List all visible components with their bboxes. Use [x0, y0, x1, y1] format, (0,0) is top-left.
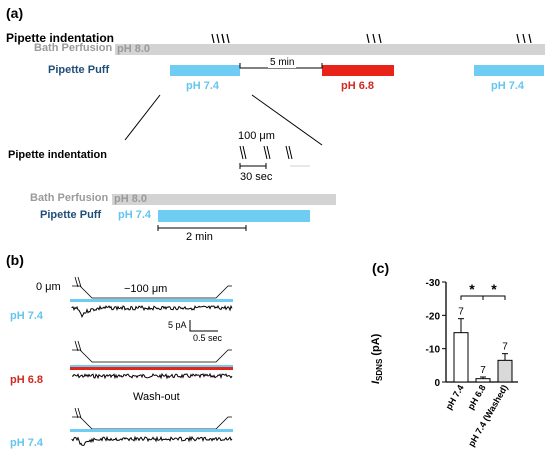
- y-axis-label-sub: SDNS: [375, 358, 385, 381]
- scale-y-label: 5 pA: [168, 320, 187, 330]
- puff-bar-2: [322, 65, 394, 76]
- row-3-blue-line: [70, 429, 233, 432]
- interval-label: 5 min: [268, 57, 297, 68]
- y-axis-label: ISDNS (pA): [370, 334, 384, 384]
- row-3-ph-label: pH 7.4: [10, 437, 44, 449]
- row-1-ph-label: pH 7.4: [10, 310, 44, 322]
- puff-2-ph: pH 6.8: [341, 80, 375, 92]
- puff-bar-3: [474, 65, 544, 76]
- puff-1-ph: pH 7.4: [186, 80, 220, 92]
- n-label: 7: [502, 342, 508, 353]
- zero-depth-label: 0 μm: [36, 281, 61, 293]
- zoom-puff-bar: [158, 210, 310, 222]
- significance-star: *: [469, 281, 475, 297]
- y-tick-label: 0: [434, 378, 440, 389]
- zoom-pipette-puff-label: Pipette Puff: [40, 209, 102, 221]
- puff-3-ph: pH 7.4: [491, 80, 525, 92]
- row-3-current-trace: [71, 435, 233, 446]
- depth-label: −100 μm: [124, 283, 168, 295]
- zoom-duration-bracket: [157, 225, 247, 231]
- row-1-blue-line: [70, 299, 233, 302]
- scale-x-label: 0.5 sec: [193, 333, 223, 343]
- y-axis-label-unit: (pA): [370, 333, 382, 359]
- wash-out-label: Wash-out: [133, 391, 180, 403]
- row-1-current-trace: [71, 304, 233, 319]
- bath-ph-label: pH 8.0: [117, 43, 151, 55]
- panel-a-label: (a): [6, 5, 24, 21]
- zoom-depth-label: 100 μm: [238, 130, 275, 142]
- n-label: 7: [480, 365, 486, 376]
- significance-star: *: [491, 281, 497, 297]
- row-2-blue-line: [70, 365, 233, 367]
- y-tick-label: -30: [426, 278, 441, 289]
- n-label: 7: [458, 307, 464, 318]
- bar: [453, 332, 469, 383]
- row-2-current-trace: [71, 372, 233, 380]
- indentation-markers-top: [211, 33, 532, 44]
- zoom-puff-ph: pH 7.4: [118, 209, 152, 221]
- significance-bracket: [482, 295, 506, 300]
- y-tick-label: -20: [426, 311, 441, 322]
- y-tick-label: -10: [426, 345, 441, 356]
- zoom-bath-ph-label: pH 8.0: [114, 193, 148, 205]
- zoom-lines: [124, 94, 323, 146]
- puff-bar-1: [170, 65, 240, 76]
- pipette-puff-label: Pipette Puff: [48, 64, 110, 76]
- category-label: pH 6.8: [466, 383, 488, 411]
- interval-bracket: [239, 63, 323, 69]
- scale-bar: [189, 320, 218, 332]
- y-axis-label-main: I: [370, 380, 382, 384]
- row-2-red-line: [70, 367, 233, 370]
- bath-perfusion-bar: [115, 44, 545, 55]
- zoom-pipette-indentation-label: Pipette indentation: [8, 149, 107, 161]
- zoom-bath-perfusion-label: Bath Perfusion: [30, 192, 109, 204]
- row-2-indentation-profile: [72, 340, 232, 363]
- zoom-indentation-markers: [239, 145, 310, 169]
- zoom-duration-label: 2 min: [186, 231, 213, 243]
- row-1-indentation-profile: [72, 276, 232, 299]
- zoom-time-label: 30 sec: [240, 171, 273, 183]
- bar: [475, 378, 491, 383]
- panel-b-label: (b): [6, 252, 24, 268]
- bar: [497, 359, 513, 383]
- bath-perfusion-label: Bath Perfusion: [34, 42, 113, 54]
- zoom-bath-perfusion-bar: [112, 194, 336, 205]
- row-2-ph-label: pH 6.8: [10, 374, 44, 386]
- pipette-indentation-label: Pipette indentation: [6, 31, 114, 45]
- category-label: pH 7.4: [444, 383, 466, 411]
- panel-c-label: (c): [372, 260, 390, 276]
